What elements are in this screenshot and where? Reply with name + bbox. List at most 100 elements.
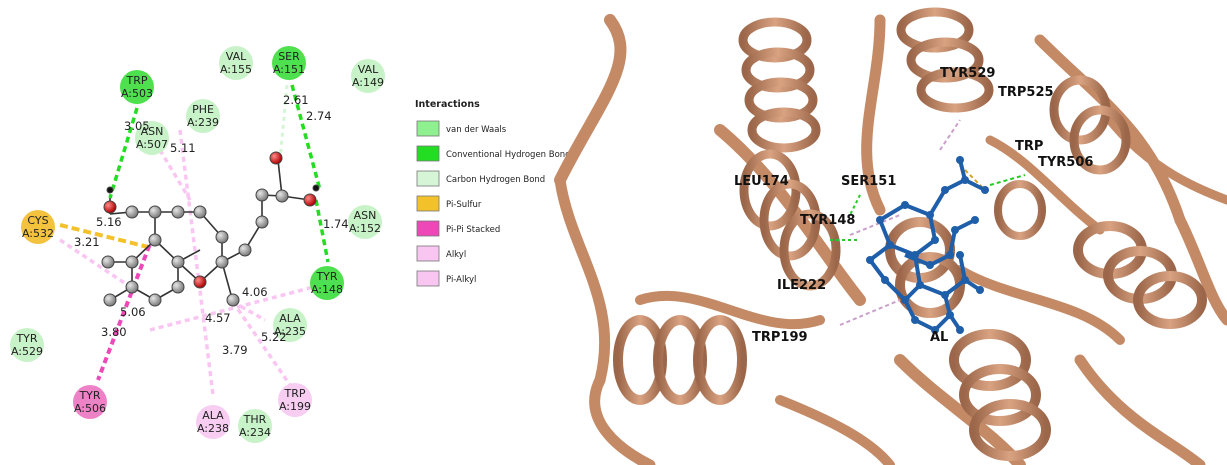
carbon-atom [172,281,184,293]
residue-number: A:234 [239,426,271,439]
legend: Interactions van der Waals Conventional … [415,99,571,286]
interaction-lines [60,85,328,395]
residue-ASN152: ASN A:152 [348,205,382,239]
residue-TYR506: TYR A:506 [73,385,107,419]
carbon-atom [149,234,161,246]
label-3d: TRP [1015,139,1043,154]
legend-item-pi-sulfur: Pi-Sulfur [417,196,482,211]
distance-label: 5.06 [120,305,146,319]
legend-item-van-der-waals: van der Waals [417,121,507,136]
legend-swatch [417,146,439,161]
distance-label: 3.05 [124,119,150,133]
carbon-atom [126,256,138,268]
legend-swatch [417,121,439,136]
residue-number: A:532 [22,227,54,240]
label-3d: TYR506 [1038,155,1093,170]
legend-label: Alkyl [446,250,466,260]
distance-label: 4.06 [242,285,268,299]
residue-name: ASN [354,209,377,222]
legend-swatch [417,171,439,186]
residue-name: TRP [284,387,306,400]
residue-name: SER [278,50,300,63]
hydrogen-atom [107,187,113,193]
legend-label: Pi-Pi Stacked [446,225,500,235]
carbon-atom [126,206,138,218]
legend-title: Interactions [415,99,480,110]
carbon-atom [126,281,138,293]
residue-name: VAL [358,63,379,76]
label-3d: TRP525 [998,85,1054,100]
label-3d: TRP199 [752,330,808,345]
carbon-atom [102,256,114,268]
residue-name: CYS [27,214,48,227]
legend-swatch [417,246,439,261]
legend-item-pi-alkyl: Pi-Alkyl [417,271,476,286]
distance-label: 3.80 [101,325,127,339]
legend-label: Pi-Alkyl [446,275,476,285]
interaction-diagram-2d: TRP A:503 VAL A:155 SER A:151 VAL A:149 … [10,46,385,443]
residue-name: TRP [126,74,148,87]
legend-swatch [417,271,439,286]
residue-number: A:503 [121,87,153,100]
residue-TYR148: TYR A:148 [310,266,344,300]
residue-name: TYR [15,332,37,345]
ligand-bonds [108,160,310,302]
residue-THR234: THR A:234 [238,409,272,443]
distance-label: 3.79 [222,343,248,357]
ligand-atoms [102,152,319,306]
carbon-atom [256,216,268,228]
carbon-atom [256,189,268,201]
residue-name: TYR [315,270,337,283]
legend-item-conventional-hbond: Conventional Hydrogen Bond [417,146,571,161]
residue-number: A:151 [273,63,305,76]
carbon-atom [104,294,116,306]
label-3d: TYR529 [940,66,995,81]
label-3d: AL [930,330,948,345]
carbon-atom [149,294,161,306]
residue-TRP503: TRP A:503 [120,70,154,104]
carbon-atom [194,206,206,218]
legend-item-pi-pi-stacked: Pi-Pi Stacked [417,221,500,236]
legend-label: Pi-Sulfur [446,200,482,210]
hbond-tyr148 [316,200,328,262]
distance-label: 3.21 [74,235,100,249]
residue-number: A:155 [220,63,252,76]
distance-label: 5.11 [170,141,196,155]
residue-SER151: SER A:151 [272,46,306,80]
legend-label: Carbon Hydrogen Bond [446,175,545,185]
carbon-atom [276,190,288,202]
residue-number: A:507 [136,138,168,151]
label-3d: ILE222 [777,278,826,293]
protein-helices [618,12,1202,456]
distance-label: 1.74 [323,217,349,231]
oxygen-atom [104,201,116,213]
residue-name: THR [243,413,267,426]
label-3d: SER151 [841,174,896,189]
oxygen-atom [194,276,206,288]
carbon-atom [149,206,161,218]
legend-swatch [417,196,439,211]
residue-name: ALA [279,312,301,325]
residue-PHE239: PHE A:239 [186,99,220,133]
oxygen-atom [270,152,282,164]
distance-label: 5.22 [261,330,287,344]
residue-VAL149: VAL A:149 [351,59,385,93]
residue-number: A:239 [187,116,219,129]
residue-VAL155: VAL A:155 [219,46,253,80]
legend-label: Conventional Hydrogen Bond [446,150,571,160]
carbon-atom [172,256,184,268]
legend-label: van der Waals [446,125,507,135]
distance-label: 2.61 [283,93,309,107]
label-3d: TYR148 [800,213,855,228]
oxygen-atom [304,194,316,206]
residue-name: ALA [202,409,224,422]
residue-number: A:148 [311,283,343,296]
hydrogen-atom [313,185,319,191]
residue-number: A:152 [349,222,381,235]
residue-name: VAL [226,50,247,63]
alkyl-ala238 [180,130,213,395]
carbon-atom [239,244,251,256]
residue-number: A:238 [197,422,229,435]
legend-item-alkyl: Alkyl [417,246,466,261]
